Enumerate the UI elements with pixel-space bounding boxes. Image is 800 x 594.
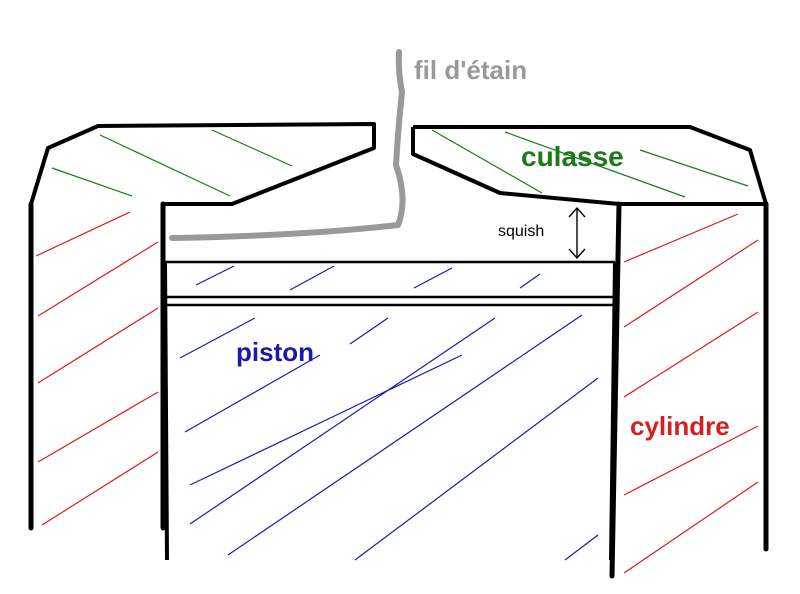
piston (163, 260, 617, 561)
cylinder-walls (28, 201, 769, 579)
cylinder-head-label: culasse (521, 141, 624, 172)
piston-right-side (609, 261, 617, 561)
cylinder-hatching (35, 211, 759, 574)
squish-label: squish (498, 223, 545, 240)
squish-dimension-arrow (568, 206, 586, 260)
cylinder-head (29, 122, 768, 206)
cylinder-head-hatching (51, 129, 749, 198)
solder-wire-label: fil d'étain (414, 55, 528, 85)
cylinder-head-left-half (29, 122, 376, 206)
piston-label: piston (236, 337, 314, 367)
piston-left-side (163, 261, 169, 561)
solder-wire (169, 49, 406, 241)
piston-hatching (179, 265, 599, 561)
cylinder-head-right-half (411, 125, 768, 206)
cylinder-label: cylindre (630, 411, 730, 441)
